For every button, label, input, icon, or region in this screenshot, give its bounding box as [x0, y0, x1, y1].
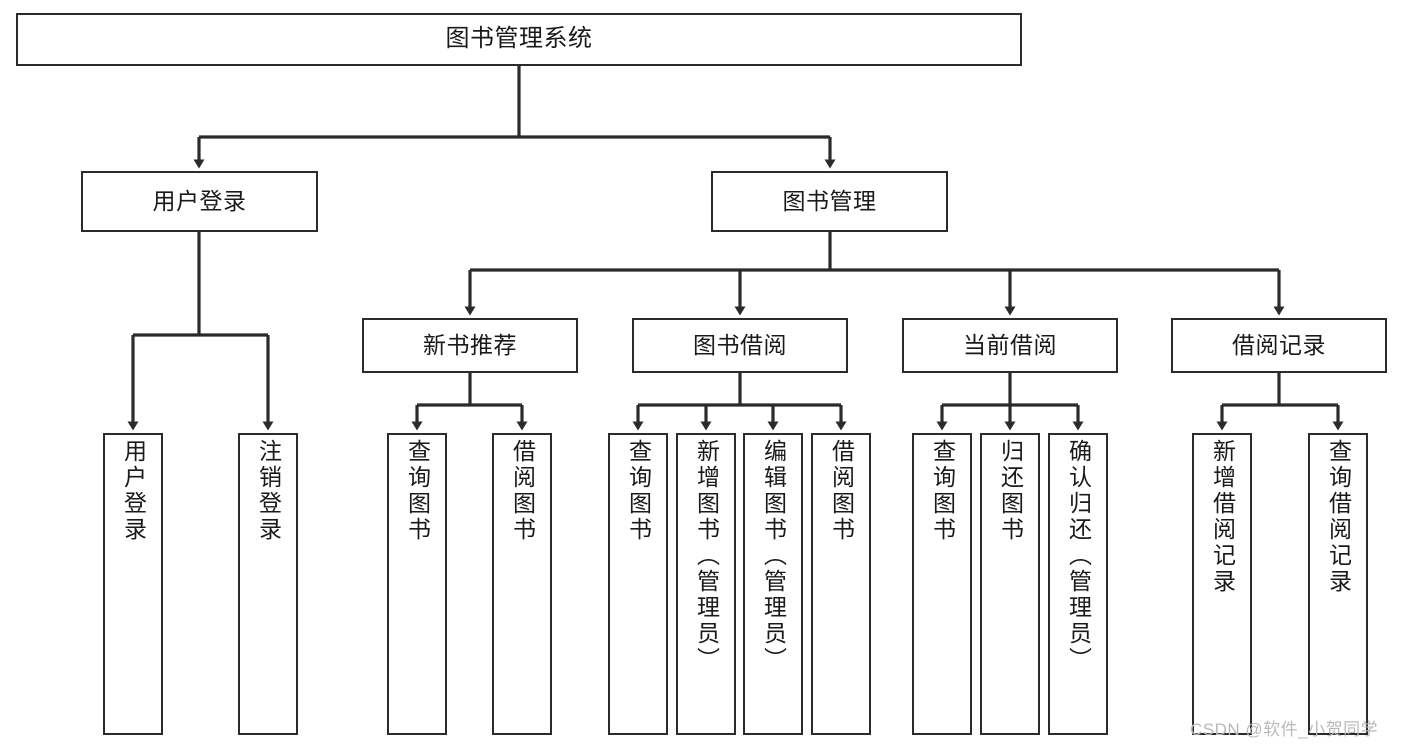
node-book-borrow-label: 图书借阅: [693, 331, 787, 358]
node-leaf-user-login-label: 用户登录: [120, 439, 147, 543]
node-leaf-confirm-return-label: 确认归还（管理员）: [1065, 439, 1092, 673]
node-leaf-edit-book-label: 编辑图书（管理员）: [760, 439, 787, 673]
node-leaf-query-book-3[interactable]: 查询图书: [912, 433, 972, 735]
node-new-book-rec[interactable]: 新书推荐: [362, 318, 578, 373]
node-leaf-add-book-label: 新增图书（管理员）: [693, 439, 720, 673]
node-leaf-logout-label: 注销登录: [255, 439, 282, 543]
node-leaf-return-book[interactable]: 归还图书: [980, 433, 1040, 735]
node-root[interactable]: 图书管理系统: [16, 13, 1022, 66]
node-leaf-borrow-book-1-label: 借阅图书: [509, 439, 536, 543]
node-book-borrow[interactable]: 图书借阅: [632, 318, 848, 373]
node-leaf-query-book-2[interactable]: 查询图书: [608, 433, 668, 735]
node-user-login-label: 用户登录: [152, 187, 247, 214]
node-leaf-add-record[interactable]: 新增借阅记录: [1192, 433, 1252, 735]
node-leaf-query-book-3-label: 查询图书: [929, 439, 956, 543]
node-leaf-logout[interactable]: 注销登录: [238, 433, 298, 735]
node-root-label: 图书管理系统: [445, 25, 593, 53]
node-user-login[interactable]: 用户登录: [81, 171, 318, 232]
node-borrow-record-label: 借阅记录: [1232, 331, 1326, 358]
node-leaf-add-book[interactable]: 新增图书（管理员）: [676, 433, 736, 735]
node-leaf-query-book-1-label: 查询图书: [404, 439, 431, 543]
node-book-manage-label: 图书管理: [782, 187, 877, 214]
node-leaf-borrow-book-2-label: 借阅图书: [828, 439, 855, 543]
node-leaf-query-record[interactable]: 查询借阅记录: [1308, 433, 1368, 735]
node-leaf-edit-book[interactable]: 编辑图书（管理员）: [743, 433, 803, 735]
csdn-watermark: CSDN @软件_小贺同学: [1190, 720, 1379, 739]
node-leaf-user-login[interactable]: 用户登录: [103, 433, 163, 735]
node-book-manage[interactable]: 图书管理: [711, 171, 948, 232]
node-leaf-return-book-label: 归还图书: [997, 439, 1024, 543]
node-leaf-add-record-label: 新增借阅记录: [1209, 439, 1236, 595]
node-leaf-borrow-book-2[interactable]: 借阅图书: [811, 433, 871, 735]
node-leaf-query-book-1[interactable]: 查询图书: [387, 433, 447, 735]
node-leaf-borrow-book-1[interactable]: 借阅图书: [492, 433, 552, 735]
node-current-borrow-label: 当前借阅: [963, 331, 1057, 358]
node-leaf-confirm-return[interactable]: 确认归还（管理员）: [1048, 433, 1108, 735]
node-leaf-query-record-label: 查询借阅记录: [1325, 439, 1352, 595]
node-borrow-record[interactable]: 借阅记录: [1171, 318, 1387, 373]
node-current-borrow[interactable]: 当前借阅: [902, 318, 1118, 373]
node-new-book-rec-label: 新书推荐: [423, 331, 517, 358]
node-leaf-query-book-2-label: 查询图书: [625, 439, 652, 543]
